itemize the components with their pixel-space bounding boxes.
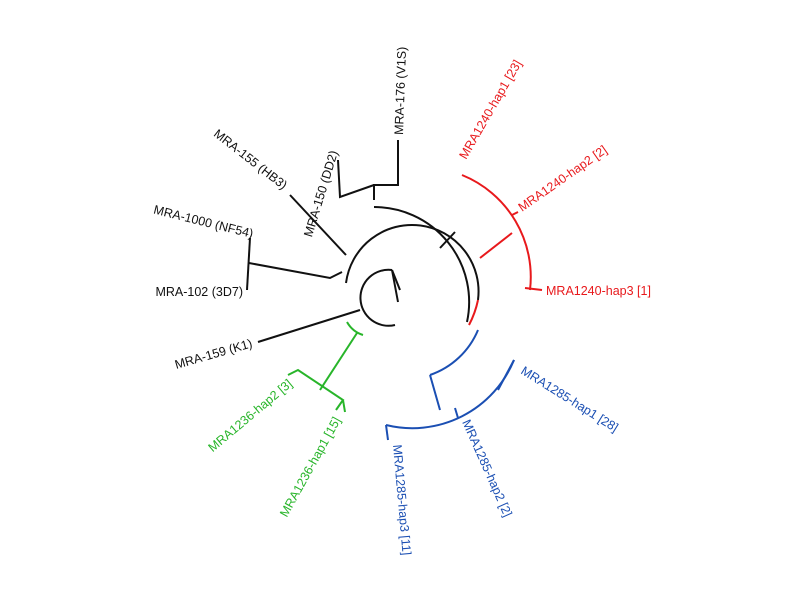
mra1285-tip-hap1 bbox=[497, 359, 515, 391]
mra1236-bracket bbox=[287, 368, 345, 411]
label-mra1236-hap2: MRA1236-hap2 [3] bbox=[206, 377, 295, 455]
label-mra155: MRA-155 (HB3) bbox=[211, 127, 290, 193]
mra1236-clade bbox=[287, 321, 364, 413]
mra1285-arc bbox=[429, 329, 479, 376]
label-mra1000: MRA-1000 (NF54) bbox=[152, 203, 254, 241]
branch-nf54-3d7 bbox=[248, 262, 343, 280]
mra1285-stem bbox=[429, 374, 441, 411]
mra1240-bracket bbox=[461, 174, 532, 291]
branch-mra176-stem bbox=[373, 140, 399, 200]
label-mra1240-hap3: MRA1240-hap3 [1] bbox=[546, 284, 651, 298]
outer-arc bbox=[373, 205, 471, 323]
mra1240-tip-hap2 bbox=[511, 211, 519, 216]
mra1285-bracket bbox=[385, 359, 515, 430]
connector-tr bbox=[439, 231, 456, 249]
label-mra1285-hap1: MRA1285-hap1 [28] bbox=[518, 364, 620, 435]
mra1285-clade bbox=[385, 329, 515, 441]
mra1240-clade bbox=[461, 174, 543, 326]
branch-mra155 bbox=[289, 194, 347, 256]
cap-nf54-3d7 bbox=[246, 237, 251, 291]
label-mra1240-hap2: MRA1240-hap2 [2] bbox=[516, 143, 610, 215]
label-mra176: MRA-176 (V1S) bbox=[392, 46, 409, 135]
inner-arc bbox=[359, 268, 396, 327]
mra1240-tip-hap3 bbox=[524, 287, 543, 291]
branch-mra150 bbox=[337, 159, 375, 199]
mra1236-tip-hap1 bbox=[342, 399, 346, 413]
label-mra159: MRA-159 (K1) bbox=[173, 336, 254, 371]
label-mra102: MRA-102 (3D7) bbox=[155, 285, 243, 299]
label-mra1240-hap1: MRA1240-hap1 [23] bbox=[456, 58, 524, 162]
label-mra1285-hap2: MRA1285-hap2 [2] bbox=[459, 418, 514, 520]
reference-clade bbox=[246, 140, 480, 343]
mra1285-tip-hap3 bbox=[385, 424, 389, 441]
mra1240-arc bbox=[468, 299, 479, 326]
mra1236-arc bbox=[346, 321, 364, 336]
inner-connector bbox=[391, 269, 399, 303]
label-mra150: MRA-150 (DD2) bbox=[301, 149, 341, 239]
mra1285-tip-hap2 bbox=[454, 407, 459, 419]
label-mra1236-hap1: MRA1236-hap1 [15] bbox=[277, 415, 343, 520]
branch-mra159 bbox=[257, 309, 361, 343]
mra1240-stem bbox=[479, 232, 513, 259]
label-mra1285-hap3: MRA1285-hap3 [11] bbox=[390, 444, 414, 556]
mid-arc bbox=[345, 223, 480, 301]
mra1236-stem bbox=[319, 332, 358, 391]
